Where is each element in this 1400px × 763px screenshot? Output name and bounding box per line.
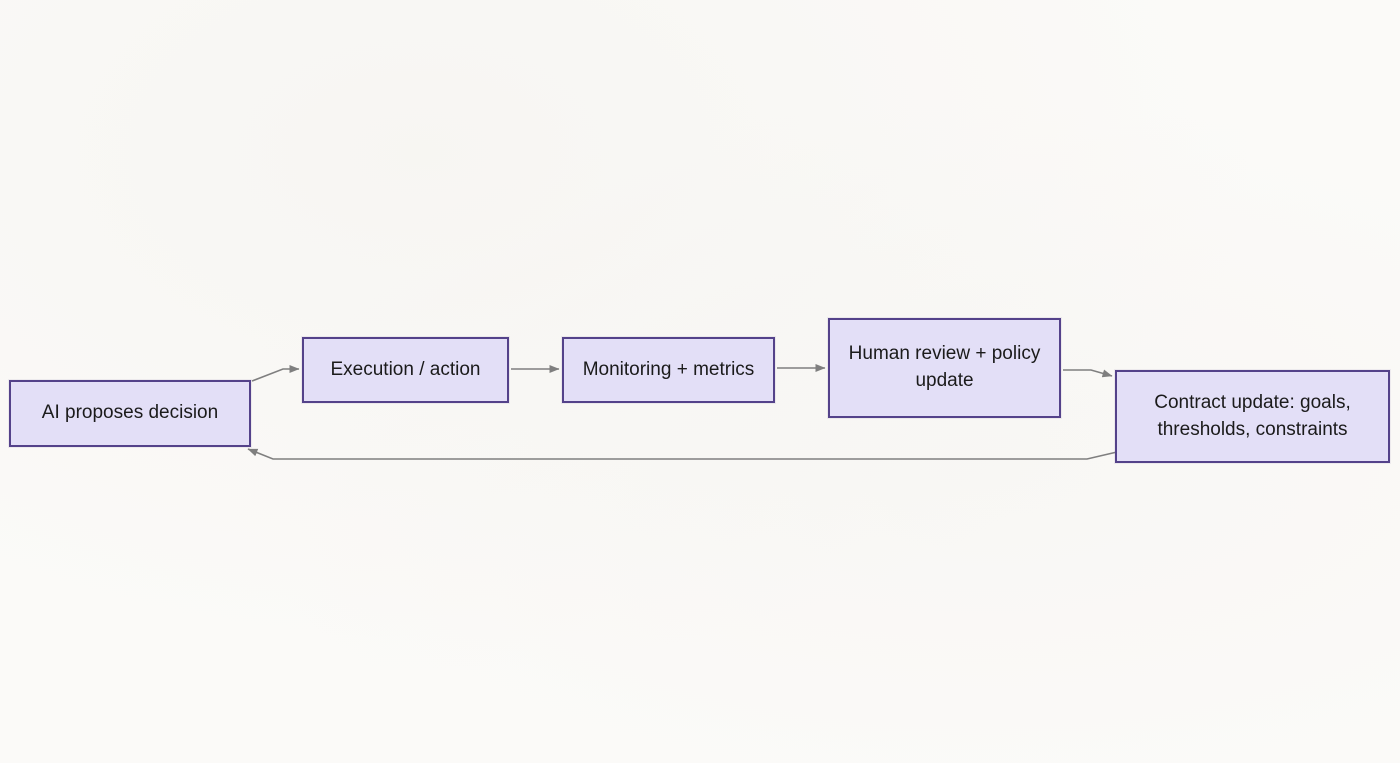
node-contract-update: Contract update: goals, thresholds, cons…: [1115, 370, 1390, 463]
arrow-human-review-to-contract: [1063, 369, 1113, 378]
node-ai-proposes-decision: AI proposes decision: [9, 380, 251, 447]
node-human-review-policy-update: Human review + policy update: [828, 318, 1061, 418]
node-label: Human review + policy update: [848, 343, 1041, 391]
node-label: Monitoring + metrics: [582, 358, 755, 380]
node-execution-action: Execution / action: [302, 337, 509, 403]
node-label: AI proposes decision: [41, 402, 219, 424]
node-label: Contract update: goals, thresholds, cons…: [1154, 391, 1351, 440]
arrow-contract-feedback-to-ai: [247, 448, 1118, 460]
node-monitoring-metrics: Monitoring + metrics: [562, 337, 775, 403]
arrow-ai-to-execution: [251, 365, 300, 382]
node-label: Execution / action: [330, 358, 481, 380]
